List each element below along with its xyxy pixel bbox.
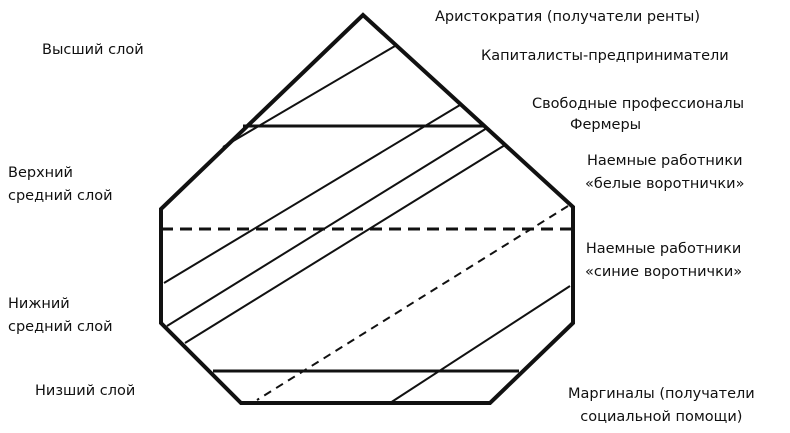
label-blue-collar: Наемные работники «синие воротнички» (585, 238, 742, 284)
label-farmers: Фермеры (570, 117, 642, 133)
label-upper-class: Высший слой (42, 42, 144, 58)
label-aristocracy: Аристократия (получатели ренты) (435, 9, 701, 25)
label-line: средний слой (8, 319, 113, 335)
label-line: Маргиналы (получатели (568, 386, 755, 402)
label-line: средний слой (8, 188, 113, 204)
aristocracy-capitalists-divider (222, 45, 396, 148)
label-marginals: Маргиналы (получатели социальной помощи) (568, 383, 755, 429)
label-line: Наемные работники (585, 241, 742, 257)
professionals-farmers-divider (166, 127, 488, 327)
label-line: социальной помощи) (580, 409, 743, 425)
label-line: «белые воротнички» (585, 176, 745, 192)
capitalists-professionals-divider (163, 104, 461, 284)
label-lowest-class: Низший слой (35, 383, 136, 399)
farmers-whitecollar-divider (184, 144, 506, 344)
label-line: Нижний (8, 296, 70, 312)
label-lower-middle-class: Нижний средний слой (8, 293, 113, 339)
label-white-collar: Наемные работники «белые воротнички» (585, 150, 744, 196)
bluecollar-marginals-divider (389, 285, 571, 404)
white-blue-collar-divider-dashed (256, 205, 569, 401)
society-polygon (159, 12, 575, 405)
label-professionals: Свободные профессионалы (532, 96, 745, 112)
label-line: Наемные работники (586, 153, 743, 169)
label-line: Верхний (8, 165, 73, 181)
label-line: «синие воротнички» (585, 264, 743, 280)
label-upper-middle-class: Верхний средний слой (8, 162, 113, 208)
label-capitalists: Капиталисты-предприниматели (481, 48, 729, 64)
